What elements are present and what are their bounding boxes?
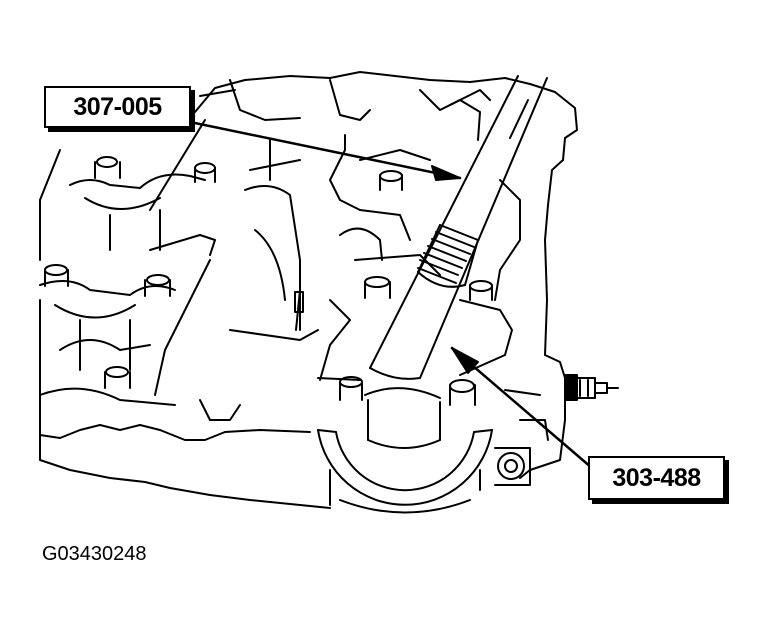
oil-pressure-sender bbox=[564, 374, 619, 401]
leader-line-303-488 bbox=[450, 346, 594, 470]
engine-block-outline bbox=[39, 71, 578, 509]
callout-label-303-488: 303-488 bbox=[588, 456, 725, 500]
threaded-adapter bbox=[417, 224, 479, 288]
block-webbing bbox=[149, 79, 371, 396]
bearing-cap-upper-left bbox=[69, 156, 216, 256]
figure-id: G03430248 bbox=[42, 543, 147, 565]
tool-shaft bbox=[369, 75, 548, 380]
bearing-cap-lower-left bbox=[39, 366, 241, 421]
leader-line-307-005 bbox=[188, 120, 462, 181]
center-bearing bbox=[319, 89, 521, 381]
bearing-cap-middle-left bbox=[39, 264, 176, 371]
block-right-side bbox=[494, 389, 549, 486]
callout-label-307-005: 307-005 bbox=[44, 86, 191, 128]
main-journal bbox=[317, 376, 493, 514]
